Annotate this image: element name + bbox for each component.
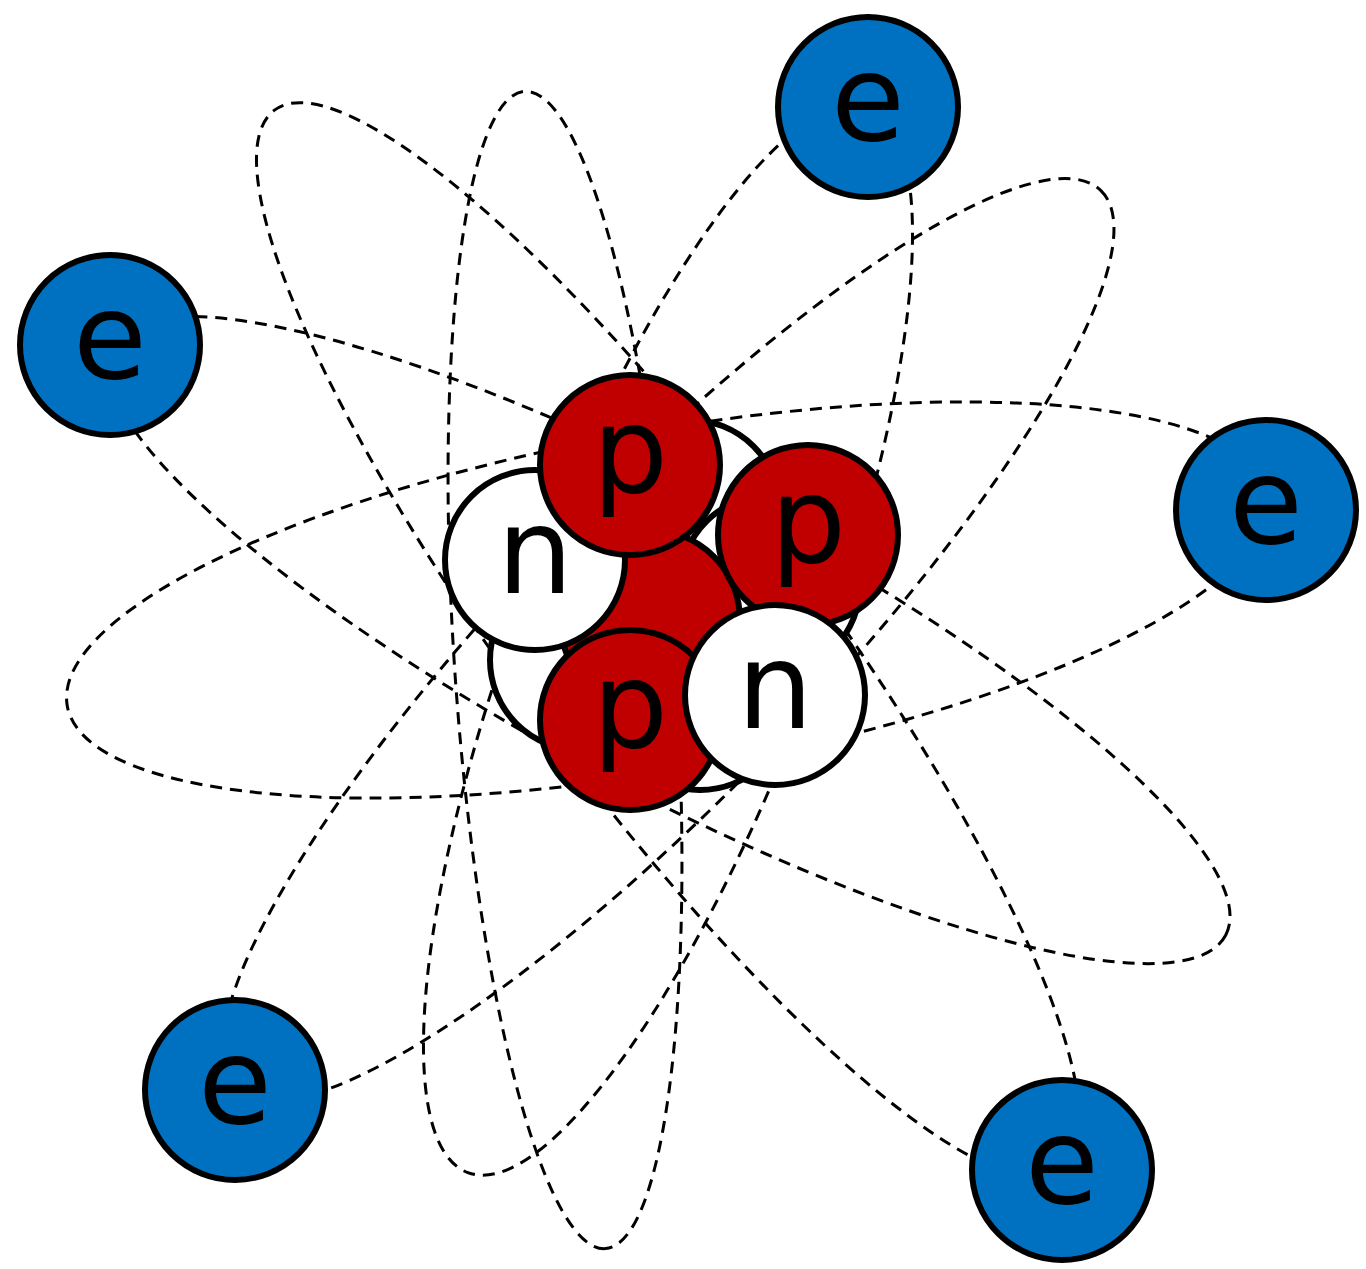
particle-symbol: e <box>198 1022 272 1142</box>
proton-circle: p <box>715 442 901 628</box>
particle-symbol: p <box>592 391 668 511</box>
particle-disc <box>20 255 200 435</box>
particle-symbol: e <box>831 39 905 159</box>
particle-symbol: n <box>737 627 813 747</box>
particle-symbol: e <box>1025 1102 1099 1222</box>
particle-symbol: p <box>592 646 668 766</box>
neutron-circle: n <box>682 602 868 788</box>
electron-circle: e <box>969 1077 1155 1263</box>
particle-symbol: n <box>497 492 573 612</box>
electron-circle: e <box>1173 417 1359 603</box>
particle-disc <box>718 445 898 625</box>
orbit <box>38 327 1299 874</box>
particle-symbol: p <box>770 461 846 581</box>
orbit <box>40 212 1296 1068</box>
particle-disc <box>145 1000 325 1180</box>
particle-symbol: e <box>1229 442 1303 562</box>
electron-circle: e <box>17 252 203 438</box>
particle-disc <box>778 17 958 197</box>
particle-disc <box>685 605 865 785</box>
particle-symbol: e <box>73 277 147 397</box>
electron-circle: e <box>142 997 328 1183</box>
orbit <box>327 55 1008 1226</box>
particle-disc <box>972 1080 1152 1260</box>
electron-circle: e <box>775 14 961 200</box>
orbit-group <box>38 21 1299 1260</box>
particle-disc <box>1176 420 1356 600</box>
particle-disc <box>540 375 720 555</box>
orbit <box>127 86 1209 1193</box>
